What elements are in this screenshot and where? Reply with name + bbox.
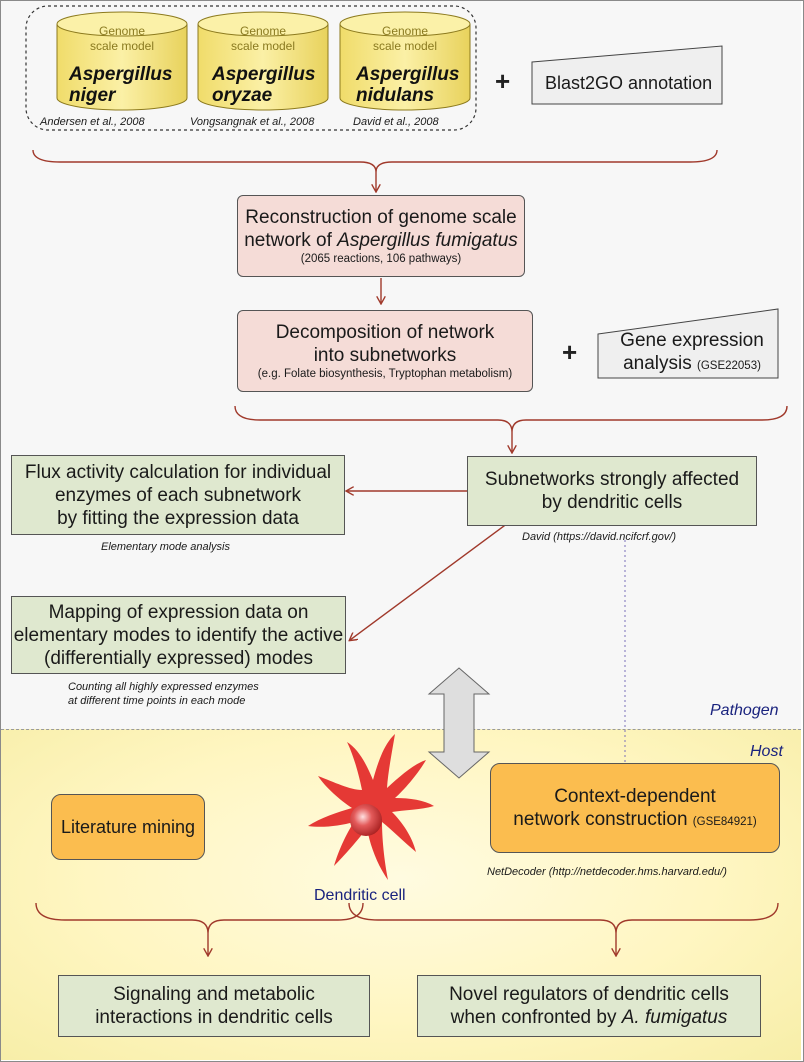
- mapping-line2: elementary modes to identify the active: [13, 624, 344, 646]
- decomposition-line2: into subnetworks: [313, 345, 457, 366]
- plus-sign: +: [562, 337, 578, 367]
- regulators-box: Novel regulators of dendritic cells when…: [417, 975, 761, 1037]
- regulators-line1: Novel regulators of dendritic cells: [449, 984, 729, 1005]
- models-group-border: [25, 5, 477, 131]
- arrow-to-mapping: [350, 519, 513, 640]
- blast2go-shape: [531, 45, 723, 105]
- decomposition-box: Decomposition of network into subnetwork…: [237, 310, 533, 392]
- regulators-line2: when confronted by A. fumigatus: [450, 1007, 728, 1028]
- subnetworks-box: Subnetworks strongly affected by dendrit…: [467, 456, 757, 526]
- subnetworks-note: David (https://david.ncifcrf.gov/): [522, 531, 677, 543]
- mapping-line1: Mapping of expression data on: [48, 601, 309, 623]
- reconstruction-detail: (2065 reactions, 106 pathways): [300, 253, 462, 265]
- gene-expression-label: Gene expression analysis (GSE22053): [620, 330, 764, 374]
- subnetworks-line1: Subnetworks strongly affected: [484, 469, 740, 490]
- host-label: Host: [750, 743, 783, 760]
- cylinder-niger: [56, 11, 188, 111]
- literature-box: Literature mining: [51, 794, 205, 860]
- brace-top: [32, 149, 718, 173]
- reconstruction-line2: network of Aspergillus fumigatus: [244, 230, 518, 251]
- signaling-line1: Signaling and metabolic: [113, 984, 315, 1005]
- brace-bottom-right: [348, 902, 779, 934]
- reference-oryzae: Vongsangnak et al., 2008: [190, 116, 315, 128]
- gene-expression-shape: [597, 308, 779, 379]
- reference-nidulans: David et al., 2008: [353, 116, 439, 128]
- region-divider: [1, 729, 801, 730]
- reconstruction-line1: Reconstruction of genome scale: [245, 207, 517, 228]
- reference-niger: Andersen et al., 2008: [40, 116, 145, 128]
- mapping-box: Mapping of expression data on elementary…: [11, 596, 346, 674]
- signaling-line2: interactions in dendritic cells: [95, 1007, 333, 1028]
- flux-line2: enzymes of each subnetwork: [54, 484, 302, 506]
- brace-bottom-left: [35, 902, 364, 934]
- blast2go-label: Blast2GO annotation: [545, 73, 713, 93]
- brace-middle: [234, 405, 788, 433]
- dendritic-cell-icon: [308, 734, 434, 880]
- context-line2: network construction (GSE84921): [513, 809, 757, 830]
- context-note: NetDecoder (http://netdecoder.hms.harvar…: [487, 866, 727, 878]
- mapping-line3: (differentially expressed) modes: [44, 647, 313, 669]
- reconstruction-box: Reconstruction of genome scale network o…: [237, 195, 525, 277]
- flux-box: Flux activity calculation for individual…: [11, 455, 345, 535]
- dendritic-cell-label: Dendritic cell: [314, 887, 406, 904]
- context-box: Context-dependent network construction (…: [490, 763, 780, 853]
- pathogen-label: Pathogen: [710, 702, 779, 719]
- plus-sign: +: [495, 66, 511, 96]
- flux-note: Elementary mode analysis: [101, 541, 231, 553]
- flux-line1: Flux activity calculation for individual: [24, 461, 332, 483]
- cylinder-oryzae: [197, 11, 329, 111]
- double-arrow: [427, 667, 491, 779]
- signaling-box: Signaling and metabolic interactions in …: [58, 975, 370, 1037]
- mapping-note: Counting all highly expressed enzymes at…: [68, 681, 259, 707]
- decomposition-detail: (e.g. Folate biosynthesis, Tryptophan me…: [257, 368, 513, 380]
- literature-label: Literature mining: [60, 817, 196, 837]
- cylinder-nidulans: [339, 11, 471, 111]
- context-line1: Context-dependent: [554, 786, 716, 807]
- decomposition-line1: Decomposition of network: [275, 322, 495, 343]
- subnetworks-line2: by dendritic cells: [541, 492, 683, 513]
- flux-line3: by fitting the expression data: [57, 507, 299, 529]
